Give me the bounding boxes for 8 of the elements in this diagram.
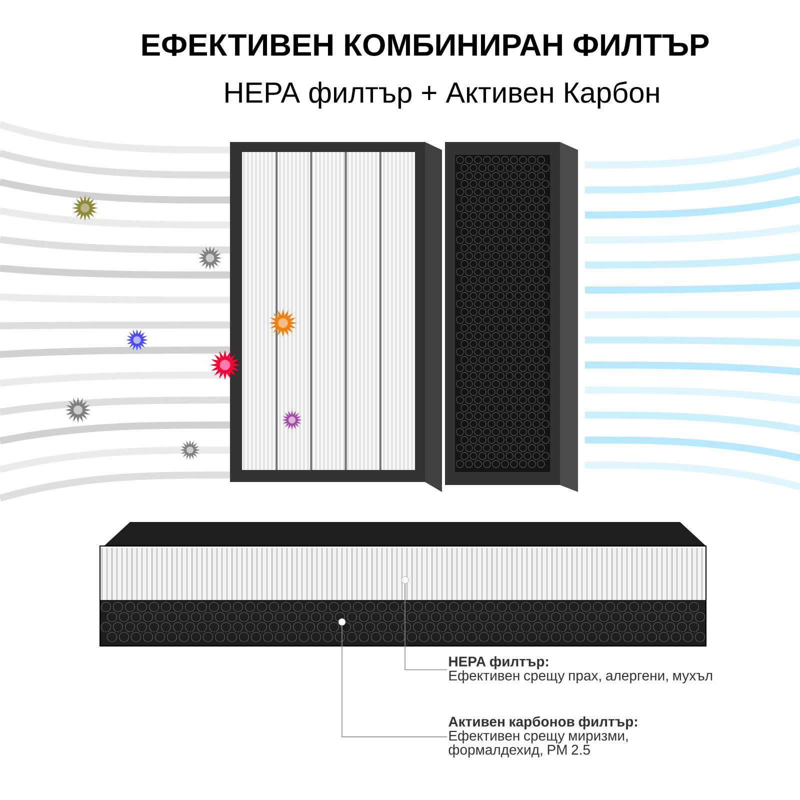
title: ЕФЕКТИВЕН КОМБИНИРАН ФИЛТЪР [142, 34, 709, 56]
marker-dot [338, 618, 346, 626]
marker-dot [401, 576, 409, 584]
leader-line [342, 625, 448, 738]
leader-line [404, 583, 448, 670]
subtitle: HEPA филтър + Активен Карбон [226, 81, 659, 109]
callout-text: Активен карбонов филтър: Ефективен срещу миризми, формалдехид, PM 2.5 [448, 716, 637, 758]
callout-text: HEPA филтър: Ефективен срещу прах, алергени, мухъл [449, 656, 712, 684]
